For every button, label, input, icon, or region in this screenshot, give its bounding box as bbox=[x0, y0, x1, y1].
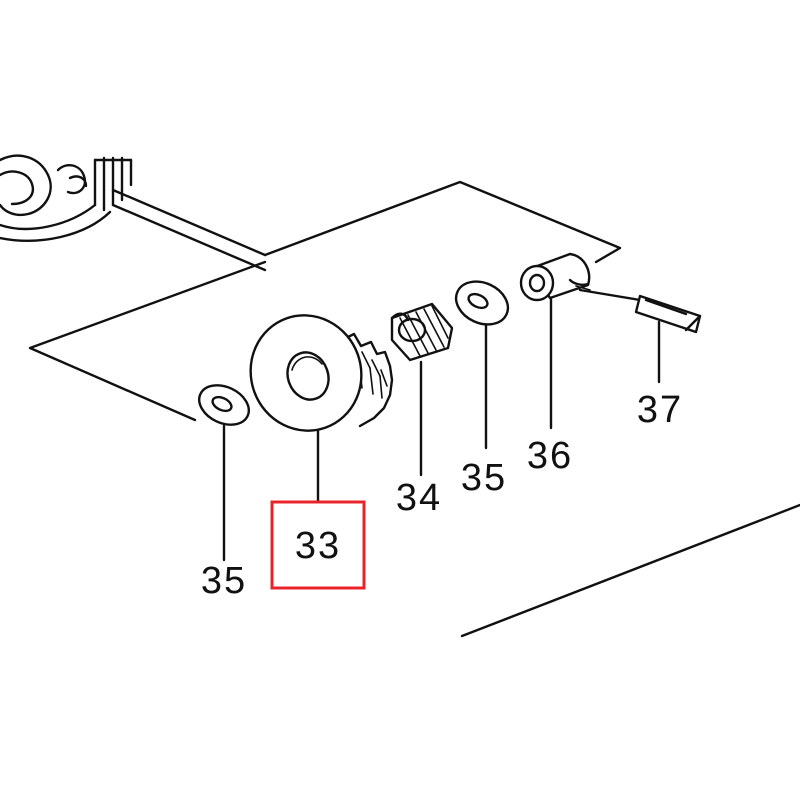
part-label-33: 33 bbox=[295, 525, 341, 567]
washer-icon bbox=[198, 384, 250, 426]
collar-icon bbox=[519, 252, 642, 302]
part-label-35-left: 35 bbox=[201, 560, 247, 602]
part-label-35-right: 35 bbox=[461, 457, 507, 499]
assembly-outline bbox=[28, 180, 622, 422]
part-label-36: 36 bbox=[527, 435, 573, 477]
part-label-34: 34 bbox=[396, 477, 442, 519]
reference-line bbox=[460, 503, 800, 638]
gear-icon bbox=[249, 314, 394, 432]
part-label-37: 37 bbox=[637, 389, 683, 431]
housing-fragment bbox=[0, 154, 267, 272]
highlight-box bbox=[270, 500, 366, 590]
leader-lines bbox=[222, 296, 661, 562]
needle-bearing-icon bbox=[390, 302, 454, 362]
key-pin-icon bbox=[634, 294, 702, 334]
washer-icon bbox=[454, 280, 510, 326]
